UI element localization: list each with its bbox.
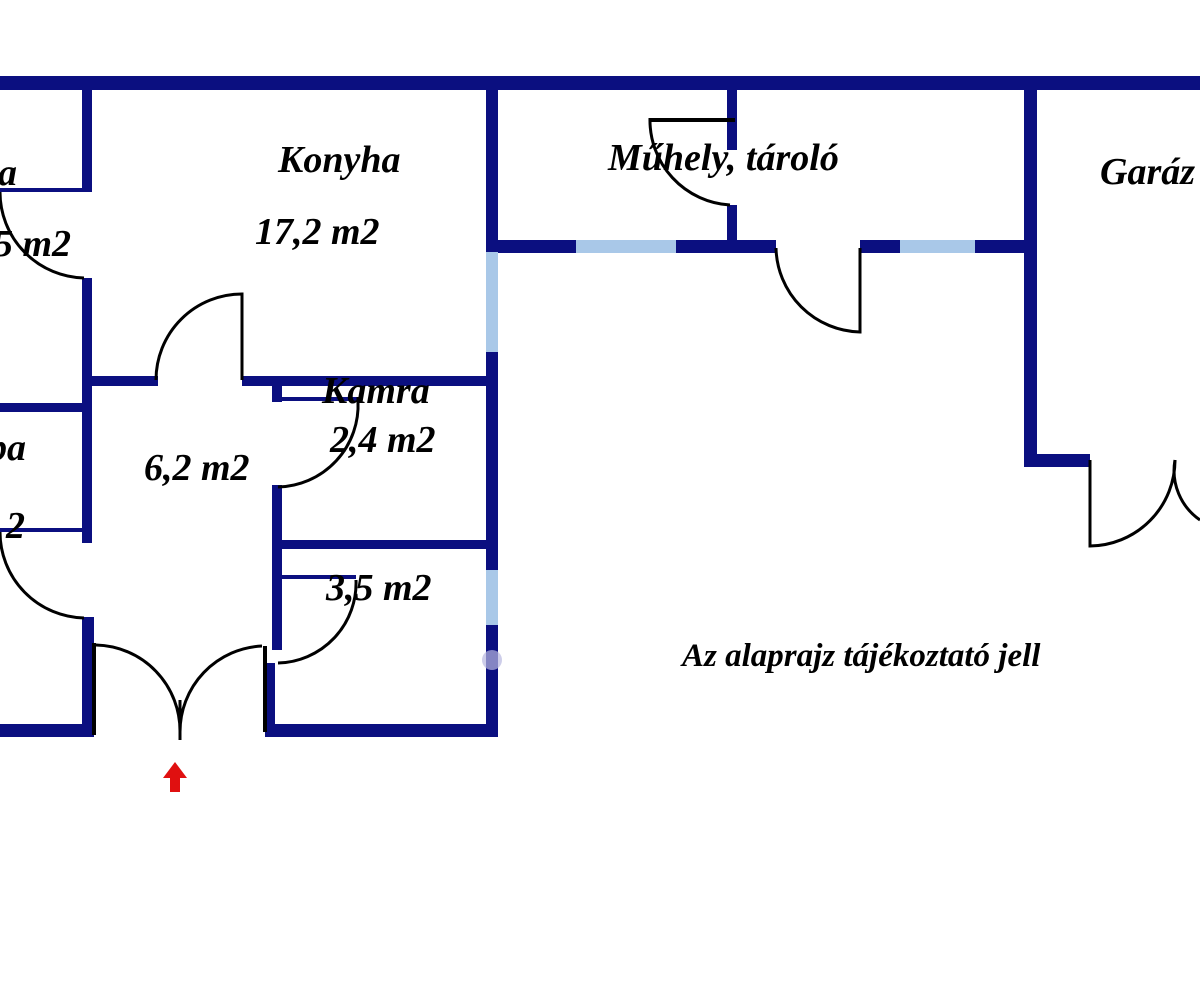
door-garage-left — [1088, 459, 1177, 548]
pantry-name: Kamra — [321, 370, 430, 412]
wall-workshop-bottom-d — [975, 240, 1030, 253]
walls — [0, 76, 1200, 737]
wall-bottom-right — [265, 724, 498, 737]
pantry-area: 2,4 m2 — [329, 419, 436, 461]
disclaimer-note: Az alaprajz tájékoztató jell — [680, 638, 1041, 674]
wall-top — [0, 76, 1200, 90]
wall-entrance-frame-left — [92, 643, 96, 735]
labels: a 5 m2 Konyha 17,2 m2 ba 2 6,2 m2 Kamra … — [0, 137, 1195, 674]
wall-left-room-upper — [82, 88, 92, 192]
wall-left-room-shelf — [0, 188, 90, 192]
wall-garage-left — [1024, 88, 1037, 466]
wall-kitchen-right-mid — [486, 352, 498, 570]
door-entrance-left — [95, 643, 182, 733]
room-left-bottom-area: 2 — [5, 505, 25, 547]
door-kamra — [277, 397, 360, 489]
wall-kamra-left — [272, 485, 282, 650]
wall-left-bottom-shelf — [0, 528, 90, 532]
window-bath — [486, 570, 498, 625]
room-left-top-area: 5 m2 — [0, 223, 71, 265]
arrow-up-icon — [163, 762, 187, 792]
garage-name: Garáz — [1100, 151, 1195, 193]
door-bath — [277, 579, 358, 665]
windows — [482, 240, 975, 670]
wall-bottom-left-stub — [82, 617, 94, 732]
wall-entrance-frame — [263, 646, 267, 732]
wall-bath-door-ledge — [276, 575, 356, 579]
smudge-mark — [482, 650, 502, 670]
wall-workshop-bottom-a — [486, 240, 576, 253]
wall-bath-left — [265, 663, 275, 735]
door-entrance-right — [178, 644, 263, 733]
wall-left-room-lower — [82, 278, 92, 543]
wall-kamra-ledge-line — [272, 397, 360, 401]
door-kitchen — [154, 292, 244, 381]
doors — [0, 117, 1200, 740]
bathroom-area: 3,5 m2 — [325, 567, 432, 609]
wall-bottom-left — [0, 724, 94, 737]
door-workshop-inner — [648, 117, 731, 207]
window-kitchen — [486, 252, 498, 352]
door-left-bottom — [0, 531, 85, 620]
door-left-top — [0, 191, 85, 280]
wall-kitchen-right-low — [486, 625, 498, 737]
room-left-top-name: a — [0, 152, 17, 194]
workshop-name: Műhely, tároló — [607, 137, 839, 179]
kitchen-area: 17,2 m2 — [255, 211, 380, 253]
window-workshop-1 — [576, 240, 676, 253]
kitchen-name: Konyha — [277, 139, 400, 181]
window-workshop-2 — [900, 240, 975, 253]
wall-workshop-mid-lower — [727, 205, 737, 247]
hall-area: 6,2 m2 — [144, 447, 250, 489]
wall-workshop-bottom-b — [676, 240, 776, 253]
wall-workshop-bottom-c — [860, 240, 900, 253]
wall-left-divider — [0, 403, 86, 412]
door-workshop-outer — [774, 247, 862, 334]
wall-garage-bottom — [1024, 454, 1090, 467]
wall-kitchen-bottom-left — [88, 376, 158, 386]
wall-workshop-left — [486, 88, 498, 253]
door-garage-right — [1172, 459, 1200, 522]
wall-kamra-ledge — [272, 384, 282, 402]
room-left-bottom-name: ba — [0, 427, 26, 469]
wall-workshop-mid-upper-ledge — [650, 118, 735, 122]
wall-kitchen-bottom-right — [242, 376, 492, 386]
wall-kamra-bath-divider — [276, 540, 490, 549]
